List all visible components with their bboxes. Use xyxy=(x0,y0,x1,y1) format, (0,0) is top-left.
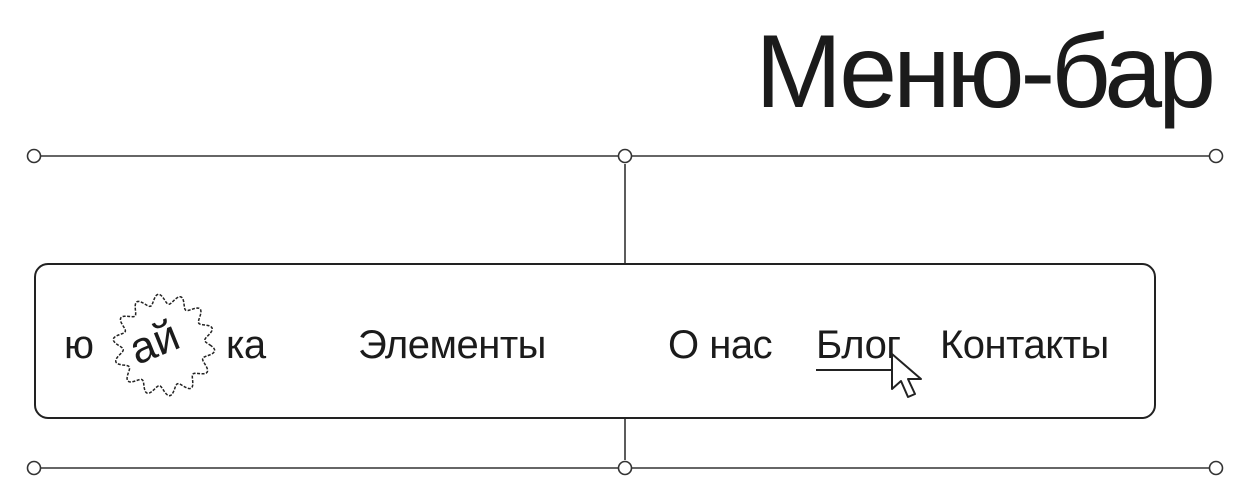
logo-text-left: ю xyxy=(64,323,94,367)
nav-blog-underline xyxy=(816,369,906,371)
nav-item-contacts[interactable]: Контакты xyxy=(940,323,1109,367)
guide-node-bottom-left xyxy=(26,460,42,476)
cursor-pointer-icon xyxy=(891,353,922,398)
logo-text-right: ка xyxy=(226,323,266,367)
guide-node-top-center xyxy=(617,148,633,164)
wavy-badge-icon xyxy=(112,293,216,397)
guide-node-top-left xyxy=(26,148,42,164)
nav-item-elements[interactable]: Элементы xyxy=(358,323,546,367)
nav-item-blog[interactable]: Блог xyxy=(816,323,901,367)
menu-bar: ю ай ка Элементы О нас Блог Контакты xyxy=(34,263,1156,419)
guide-node-bottom-center xyxy=(617,460,633,476)
page-title: Меню-бар xyxy=(755,14,1216,130)
nav-item-about[interactable]: О нас xyxy=(668,323,773,367)
guide-node-bottom-right xyxy=(1208,460,1224,476)
guide-node-top-right xyxy=(1208,148,1224,164)
logo-badge[interactable]: ай xyxy=(104,287,224,403)
